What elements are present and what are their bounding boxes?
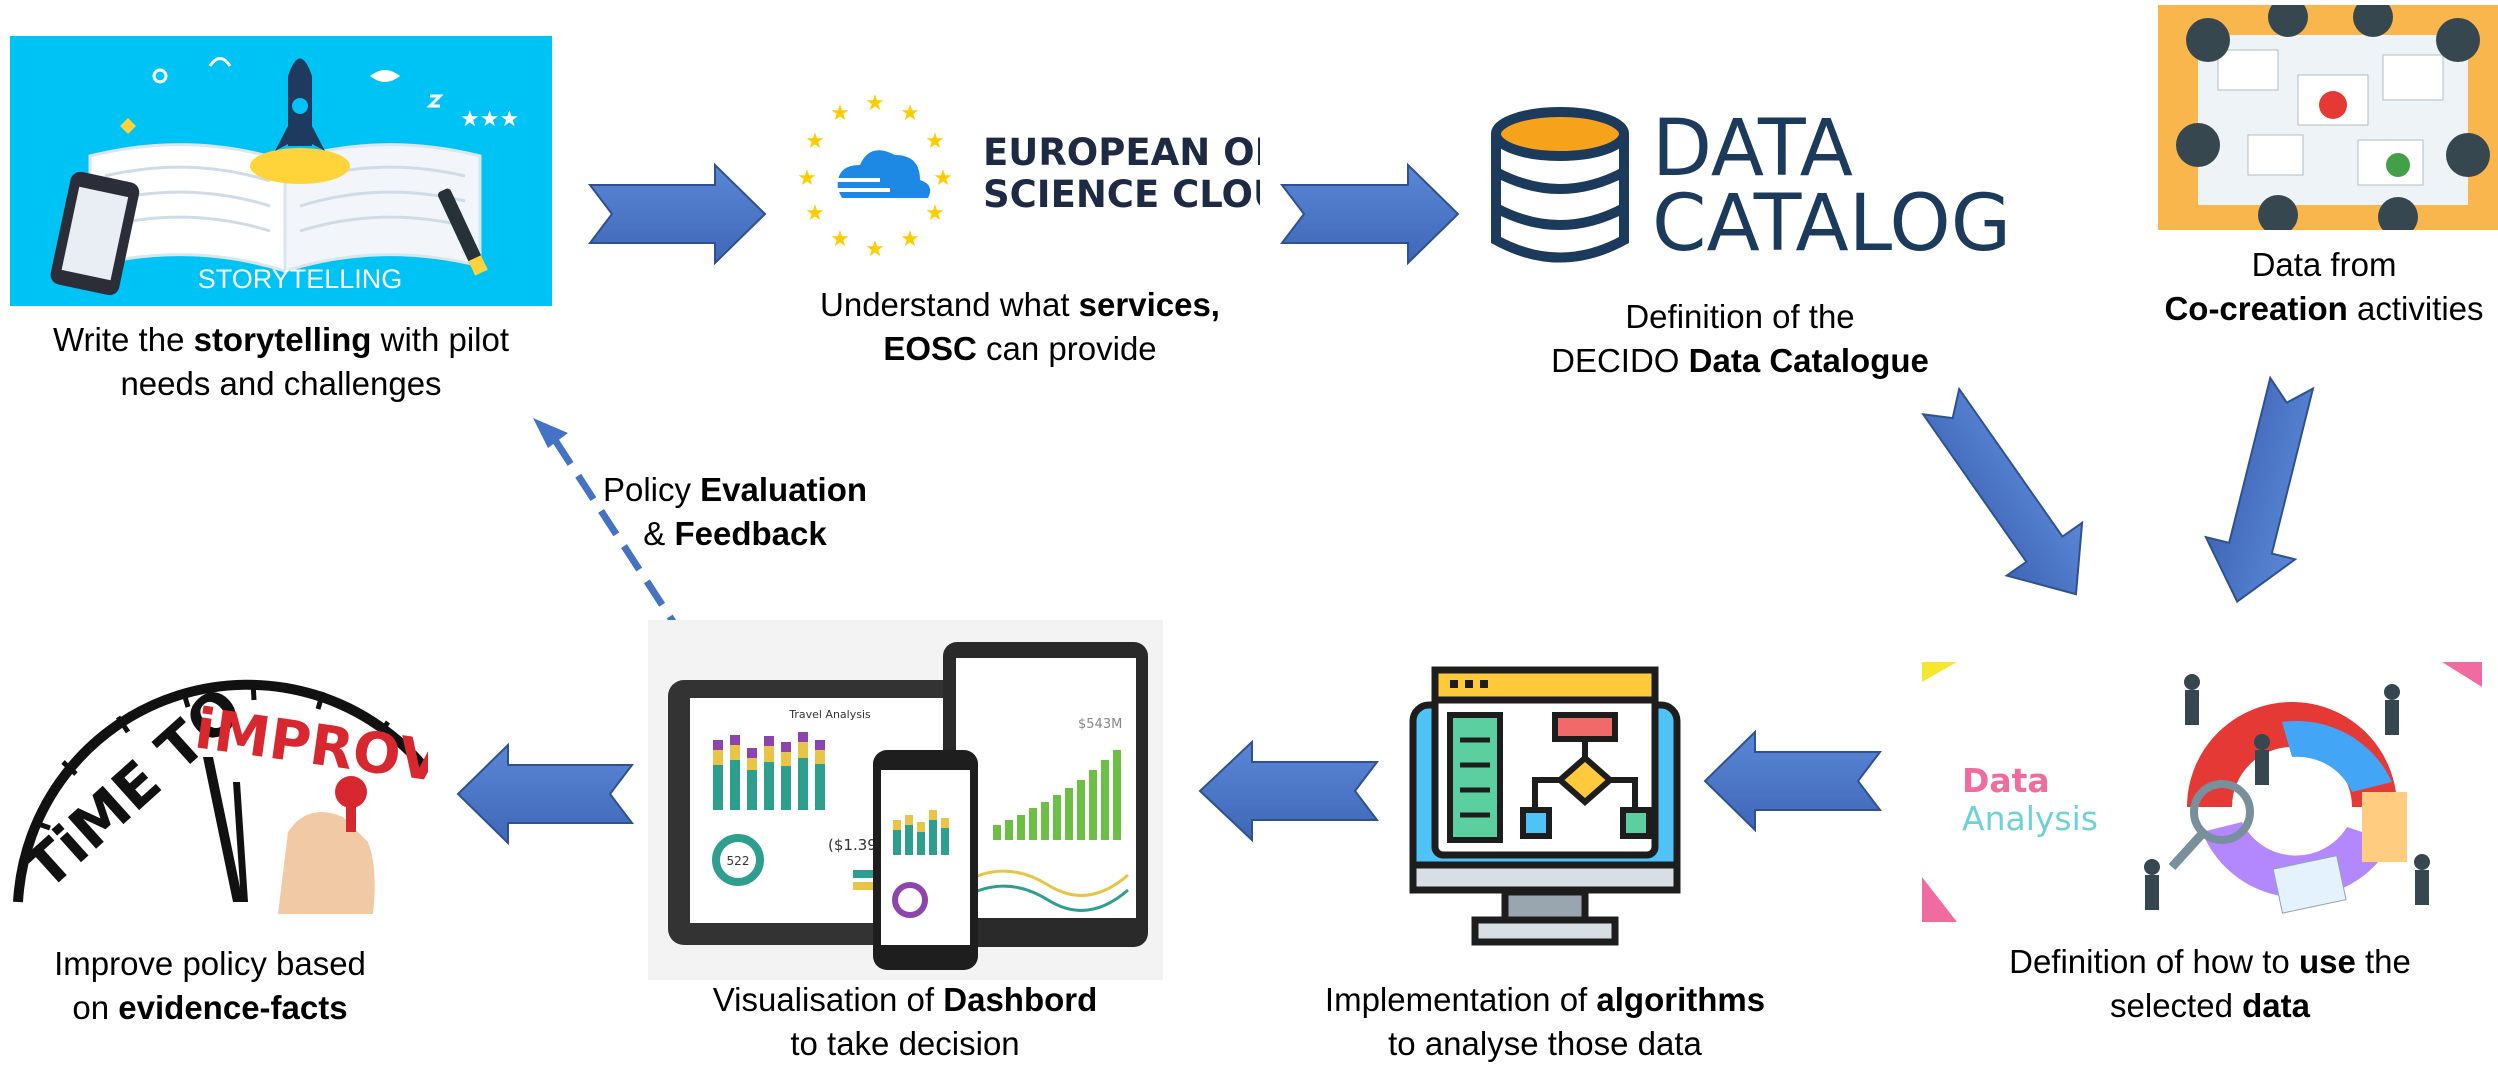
svg-text:★: ★ [797,166,817,191]
clock-text-improve: iMPROVE [191,696,428,800]
svg-text:★: ★ [925,129,945,154]
arrow-dashboard-to-improve [456,742,635,846]
eu-stars-cloud-icon: ★★★ ★★★ ★★★ ★★★ EUROPEAN OPEN SCIENCE CL… [797,91,1260,260]
dashboard-devices-icon: Travel Analysis ($1.39M) 522 $543M [668,642,1148,970]
svg-text:★: ★ [830,227,850,252]
arrow-eosc-to-catalog [1279,162,1460,266]
monitor-flowchart-icon [1409,666,1681,946]
growth-bar-chart [993,750,1121,840]
dashboard-devices-image: Travel Analysis ($1.39M) 522 $543M [648,620,1163,980]
meeting-table-icon [2176,5,2490,230]
analysis-logo-line2: Analysis [1962,799,2098,838]
analysis-caption: Definition of how to use the selected da… [2009,943,2411,1024]
feedback-label: Policy Evaluation & Feedback [602,471,868,552]
storytelling-caption: Write the storytelling with pilot needs … [52,321,510,402]
algorithm-monitor-image [1405,660,1685,950]
analysis-logo-line1: Data [1962,761,2050,800]
svg-text:★: ★ [830,101,850,126]
improve-caption: Improve policy based on evidence-facts [54,945,366,1026]
svg-text:★: ★ [900,101,920,126]
arrow-algorithms-to-dashboard [1198,739,1380,843]
eosc-logo-line2: SCIENCE CLOUD [983,173,1260,216]
dashboard-caption: Visualisation of Dashbord to take decisi… [712,981,1098,1062]
clock-face-icon: TiME TO iMPROVE [12,674,428,914]
svg-text:★: ★ [865,91,885,116]
data-catalog-logo: DATA CATALOG [1480,100,2010,270]
tablet-bar-chart [713,732,825,810]
eosc-logo: ★★★ ★★★ ★★★ ★★★ EUROPEAN OPEN SCIENCE CL… [780,80,1260,260]
storytelling-label: STORYTELLING [198,264,403,294]
svg-text:★: ★ [805,201,825,226]
svg-text:★: ★ [933,166,953,191]
storytelling-image: ★★★ STORYTELLING [10,36,552,306]
arrow-story-to-eosc [587,162,767,266]
time-to-improve-image: TiME TO iMPROVE [8,652,428,914]
analysis-people-icon: Data Analysis [1922,662,2482,922]
svg-text:★: ★ [865,237,885,260]
cocreation-image [2158,5,2498,230]
open-book-icon: ★★★ STORYTELLING [50,57,519,296]
database-icon: DATA CATALOG [1491,104,2010,269]
dashboard-value-b: 522 [727,854,750,868]
cocreation-caption: Data from Co-creation activities [2164,246,2484,327]
dashboard-value-c: $543M [1078,717,1122,732]
eosc-caption: Understand what services, EOSC can provi… [820,286,1220,367]
feedback-dashed-arrow [533,418,688,642]
data-analysis-image: Data Analysis [1922,662,2482,922]
catalog-caption: Definition of the DECIDO Data Catalogue [1551,298,1929,379]
catalog-logo-line2: CATALOG [1652,179,2010,269]
eosc-logo-line1: EUROPEAN OPEN [983,131,1260,174]
arrow-analysis-to-algorithms [1703,729,1883,833]
svg-text:★: ★ [925,201,945,226]
dashboard-screen-title: Travel Analysis [788,708,871,721]
catalog-logo-line1: DATA [1652,104,1853,194]
arrow-catalog-to-analysis [1921,386,2084,596]
svg-text:★: ★ [900,227,920,252]
svg-text:★★★: ★★★ [460,107,519,132]
algorithms-caption: Implementation of algorithms to analyse … [1324,981,1766,1062]
svg-text:★: ★ [805,129,825,154]
arrow-cocreation-to-analysis [2204,375,2315,604]
